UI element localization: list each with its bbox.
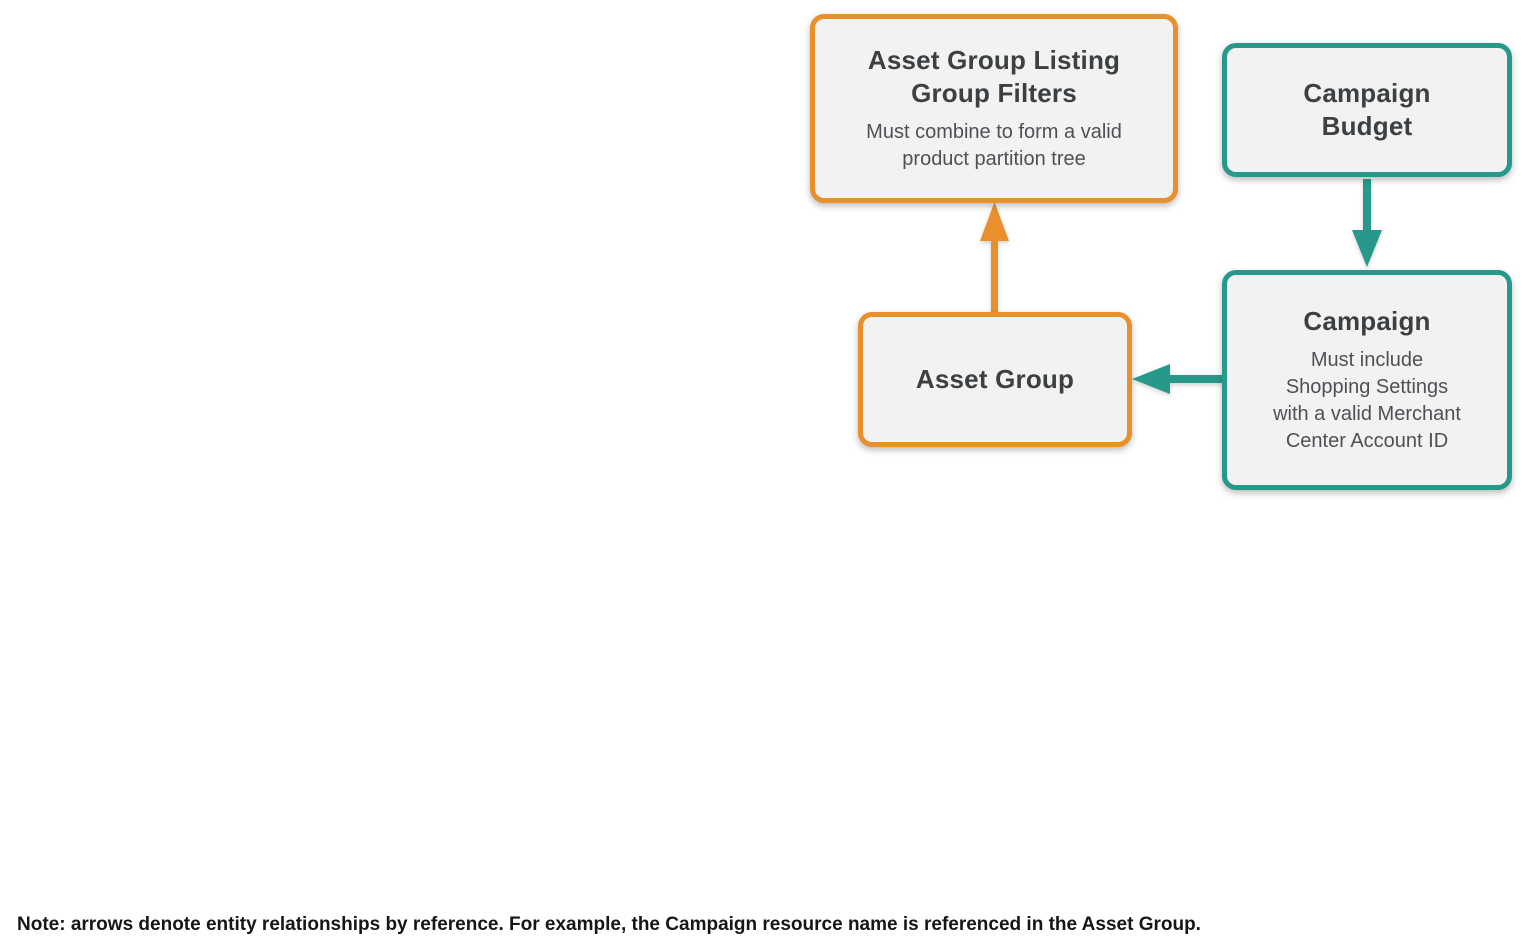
node-asset-group-listing-group-filters: Asset Group Listing Group Filters Must c… xyxy=(810,14,1178,203)
footnote: Note: arrows denote entity relationships… xyxy=(17,914,1201,935)
node-campaign-budget: Campaign Budget xyxy=(1222,43,1512,177)
arrow-asset-group-to-listing-filters-icon xyxy=(980,202,1009,314)
node-title: Campaign xyxy=(1303,305,1431,336)
node-title: Asset Group xyxy=(915,363,1075,394)
arrow-campaign-to-asset-group-icon xyxy=(1132,364,1224,394)
arrow-campaign-budget-to-campaign-icon xyxy=(1352,179,1382,267)
node-title: Campaign Budget xyxy=(1303,77,1431,141)
node-title: Asset Group Listing Group Filters xyxy=(867,44,1121,108)
node-campaign: Campaign Must include Shopping Settings … xyxy=(1222,270,1512,490)
node-subtitle: Must include Shopping Settings with a va… xyxy=(1273,349,1461,453)
node-subtitle: Must combine to form a valid product par… xyxy=(866,121,1122,171)
node-asset-group: Asset Group xyxy=(858,312,1132,447)
